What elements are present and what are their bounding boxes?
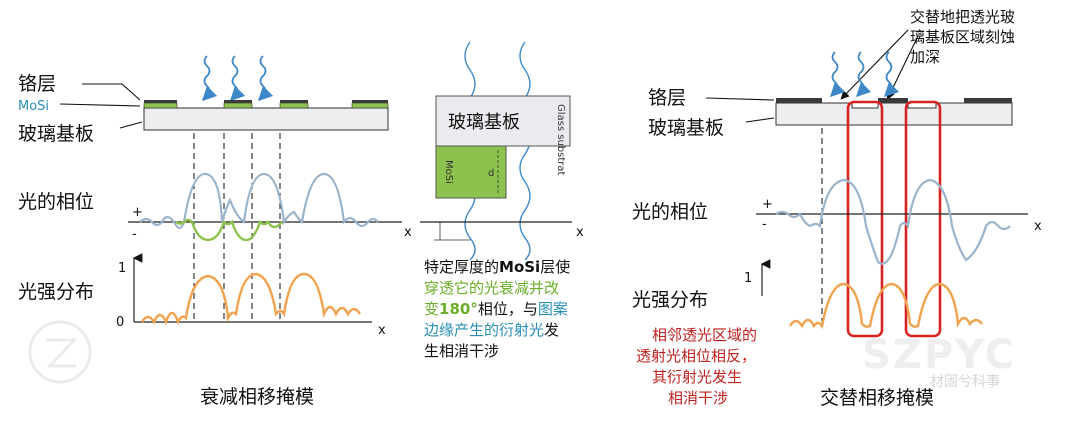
chrome-layer (352, 100, 388, 103)
leader-line (82, 83, 141, 101)
red-note: 其衍射光发生 (652, 368, 742, 386)
etch-annotation: 璃基板区域刻蚀 (910, 28, 1015, 46)
watermark-text: SZPYC (862, 332, 1016, 378)
caption-left: 衰减相移掩模 (200, 386, 314, 408)
alternating-psm-panel: 交替地把透光玻 璃基板区域刻蚀 加深 铬层 玻璃基板 光的相位 + - (632, 8, 1042, 409)
phase-axis-x: x (404, 225, 412, 240)
intensity-label-left: 光强分布 (18, 281, 94, 303)
wavy-arrow-icon (855, 51, 872, 98)
incident-light-right (829, 51, 900, 98)
leader-line (59, 103, 141, 107)
inset-mosi-block (435, 145, 507, 199)
leader-line (705, 97, 775, 101)
mosi-layer (223, 102, 253, 109)
alternating-mask-structure (775, 98, 1013, 126)
minus-sign: - (762, 217, 767, 232)
intensity-curve-right (788, 282, 983, 330)
inset-glass-substrat: Glass substrat (555, 104, 566, 176)
glass-substrate-etched (775, 102, 1013, 126)
etch-annotation: 交替地把透光玻 (910, 8, 1015, 26)
chrome-label-left: 铬层 (18, 73, 56, 95)
plus-sign: + (762, 197, 773, 212)
intensity-label-right: 光强分布 (632, 289, 708, 311)
red-note: 透射光相位相反， (636, 347, 756, 365)
mosi-layer (279, 102, 309, 109)
phase-axis-x-right: x (1034, 219, 1042, 234)
thickness-d: d (488, 168, 494, 179)
caption-right: 交替相移掩模 (820, 387, 934, 409)
inset-note: 特定厚度的MoSi层使 (424, 258, 570, 276)
inset-mosi-vertical: MoSi (443, 160, 454, 184)
inset-note: 穿透它的光衰减并改 (424, 279, 559, 297)
watermark: SZPYC 材固兮科事 (28, 320, 1016, 390)
chrome-layer (280, 100, 308, 103)
inset-glass-label: 玻璃基板 (448, 112, 520, 133)
wavy-arrow-icon (201, 55, 218, 102)
circle-logo-icon (46, 338, 78, 368)
minus-sign: - (132, 227, 137, 242)
wavy-arrow-icon (883, 51, 900, 98)
mosi-layer (143, 102, 178, 109)
chrome-layer (878, 98, 908, 103)
inset-note: 变180°相位，与图案 (424, 300, 568, 318)
glass-substrate (143, 107, 389, 131)
tick-zero-left: 0 (116, 315, 124, 330)
etch-annotation: 加深 (910, 48, 940, 66)
highlight-box (904, 100, 942, 338)
chrome-layer (776, 98, 822, 103)
inset-axis-x: x (576, 225, 584, 240)
glass-label-left: 玻璃基板 (18, 123, 94, 145)
phase-label-left: 光的相位 (18, 191, 94, 213)
watermark-source: 材固兮科事 (930, 374, 1000, 390)
wavy-arrow-icon (829, 51, 846, 98)
wavy-arrow-icon (229, 55, 246, 102)
red-note: 相消干涉 (668, 389, 728, 407)
phase-curve-green (175, 218, 283, 242)
incident-light-left (201, 55, 274, 102)
circle-logo-icon (28, 320, 92, 384)
phase-curve-blue (139, 172, 379, 230)
mosi-inset-panel: 玻璃基板 Glass substrat MoSi d x 特定厚度的MoSi层使… (420, 41, 584, 360)
intensity-curve-left (140, 272, 362, 326)
leader-line (119, 121, 143, 129)
phase-label-right: 光的相位 (632, 201, 708, 223)
attenuated-mask-structure (143, 100, 389, 131)
inset-note: 边缘产生的衍射光发 (424, 321, 559, 339)
intensity-axis-x: x (378, 323, 386, 338)
phase-curve-right (775, 178, 1011, 265)
tick-one-left: 1 (118, 261, 126, 276)
light-wave-substrate (519, 41, 531, 261)
glass-label-right: 玻璃基板 (648, 117, 724, 139)
mosi-layer (351, 102, 389, 109)
annotation-arrow (840, 29, 909, 100)
inset-glass-block (435, 95, 571, 147)
inset-note: 生相消干涉 (424, 342, 499, 360)
chrome-layer (224, 100, 252, 103)
attenuated-psm-panel: 铬层 MoSi 玻璃基板 光的相位 + - x 光强分布 1 0 x 衰减相移掩… (18, 55, 412, 408)
mosi-label: MoSi (18, 99, 49, 114)
chrome-layer (144, 100, 177, 103)
chrome-label-right: 铬层 (648, 87, 686, 109)
highlight-box (846, 100, 884, 338)
red-note: 相邻透光区域的 (652, 326, 757, 344)
tick-one-right: 1 (744, 271, 752, 286)
wavy-arrow-icon (257, 55, 274, 102)
chrome-layer (964, 98, 1012, 103)
leader-line (745, 117, 775, 123)
plus-sign: + (132, 205, 143, 220)
